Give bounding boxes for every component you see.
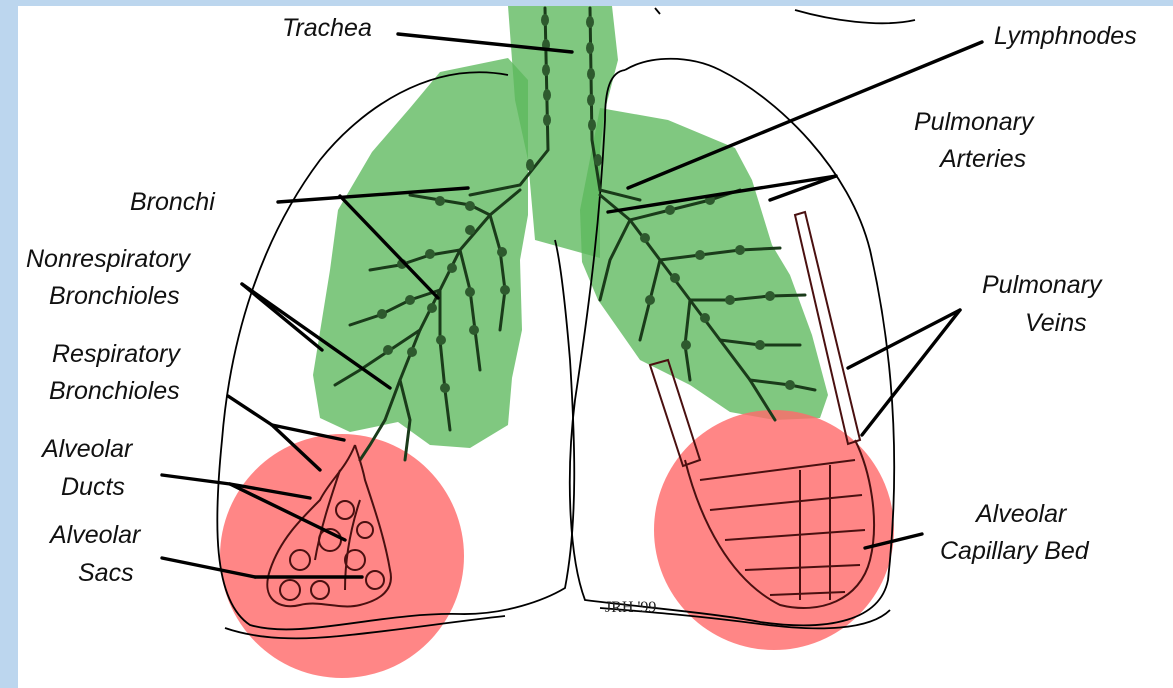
label-pulmonary-arteries-line1: Pulmonary xyxy=(914,108,1035,136)
label-pulmonary-veins-line2: Veins xyxy=(1025,309,1087,337)
label-pulmonary-veins-line1: Pulmonary xyxy=(982,271,1103,299)
lung-diagram: Trachea Lymphnodes Pulmonary Arteries Br… xyxy=(18,6,1173,688)
artist-signature: JRH '99 xyxy=(605,599,656,616)
label-respiratory-line2: Bronchioles xyxy=(49,377,180,405)
label-lymphnodes: Lymphnodes xyxy=(994,22,1137,50)
label-alveolar-ducts-line1: Alveolar xyxy=(40,435,134,463)
label-alveolar-ducts-line2: Ducts xyxy=(61,473,125,501)
label-capillary-bed-line2: Capillary Bed xyxy=(940,537,1090,565)
label-bronchi: Bronchi xyxy=(130,188,216,216)
label-nonrespiratory-line2: Bronchioles xyxy=(49,282,180,310)
label-alveolar-sacs-line1: Alveolar xyxy=(48,521,142,549)
label-alveolar-sacs-line2: Sacs xyxy=(78,559,134,587)
label-respiratory-line1: Respiratory xyxy=(52,340,181,368)
diagram-canvas: Trachea Lymphnodes Pulmonary Arteries Br… xyxy=(18,6,1173,688)
label-trachea: Trachea xyxy=(282,14,372,42)
label-nonrespiratory-line1: Nonrespiratory xyxy=(26,245,191,273)
label-capillary-bed-line1: Alveolar xyxy=(974,500,1068,528)
label-pulmonary-arteries-line2: Arteries xyxy=(938,145,1026,173)
